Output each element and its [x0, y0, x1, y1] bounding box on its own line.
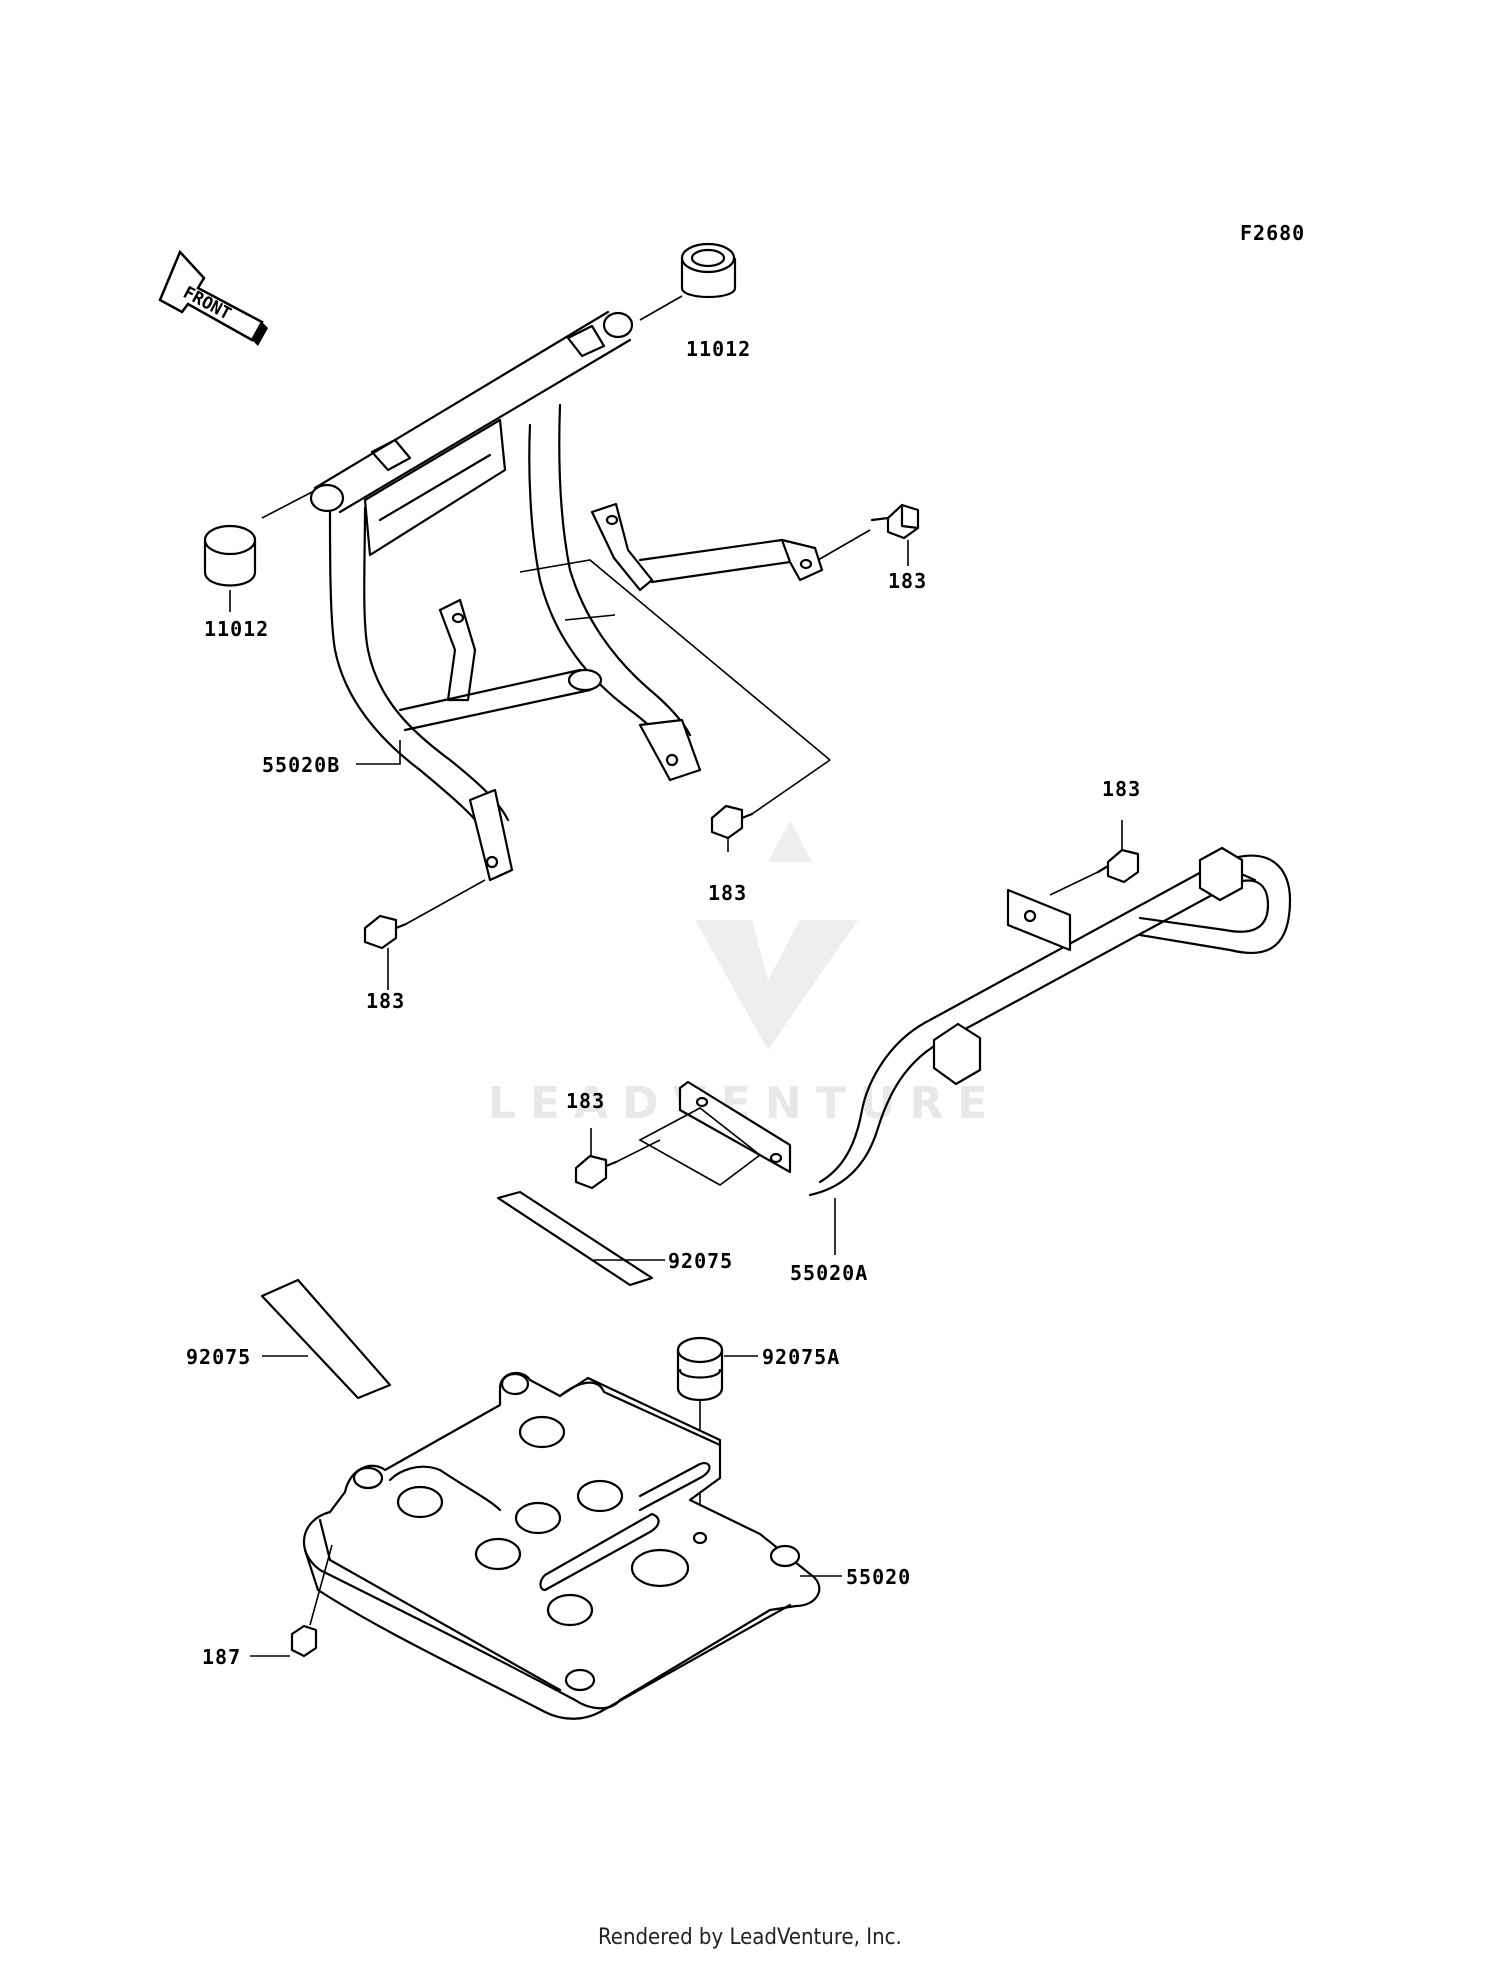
- callout-183-bar-bracket: 183: [566, 1089, 605, 1113]
- bolt-183-upper-right: [870, 503, 920, 540]
- callout-11012-lower: 11012: [204, 617, 269, 641]
- bushing-92075a: [676, 1336, 724, 1540]
- end-cap-11012-lower: [203, 524, 257, 587]
- callout-183-upper-right: 183: [888, 569, 927, 593]
- leadventure-watermark: LEADVENTURE: [488, 820, 987, 1129]
- callout-92075-lower: 92075: [186, 1345, 251, 1369]
- side-bar-55020a: [638, 846, 1292, 1197]
- end-cap-11012-upper: [680, 242, 737, 298]
- callout-187: 187: [202, 1645, 241, 1669]
- front-arrow-icon: FRONT: [158, 249, 268, 346]
- bolt-183-lower-left: [363, 914, 408, 950]
- bolt-183-middle: [710, 804, 754, 840]
- callout-183-middle: 183: [708, 881, 747, 905]
- callout-labels: 11012 11012 183 55020B 183 183 183 183 5…: [186, 337, 1141, 1669]
- callout-11012-upper: 11012: [686, 337, 751, 361]
- callout-55020a: 55020A: [790, 1261, 868, 1285]
- callout-92075a: 92075A: [762, 1345, 840, 1369]
- callout-92075-upper: 92075: [668, 1249, 733, 1273]
- callout-183-lower-left: 183: [366, 989, 405, 1013]
- guard-frame-55020b: [309, 310, 831, 882]
- callout-55020: 55020: [846, 1565, 911, 1589]
- bolt-183-bar-bracket: [574, 1154, 618, 1190]
- leader-lines: [229, 295, 1123, 1657]
- diagram-code: F2680: [1240, 221, 1305, 245]
- callout-183-right-bar: 183: [1102, 777, 1141, 801]
- strip-92075-upper: [496, 1190, 654, 1287]
- skid-plate-55020: [302, 1371, 821, 1720]
- bolt-183-right-bar: [1096, 848, 1140, 884]
- callout-55020b: 55020B: [262, 753, 340, 777]
- screw-187: [290, 1544, 333, 1658]
- front-label: FRONT: [180, 283, 235, 325]
- footer-credit: Rendered by LeadVenture, Inc.: [598, 1925, 902, 1950]
- strip-92075-lower: [260, 1278, 392, 1400]
